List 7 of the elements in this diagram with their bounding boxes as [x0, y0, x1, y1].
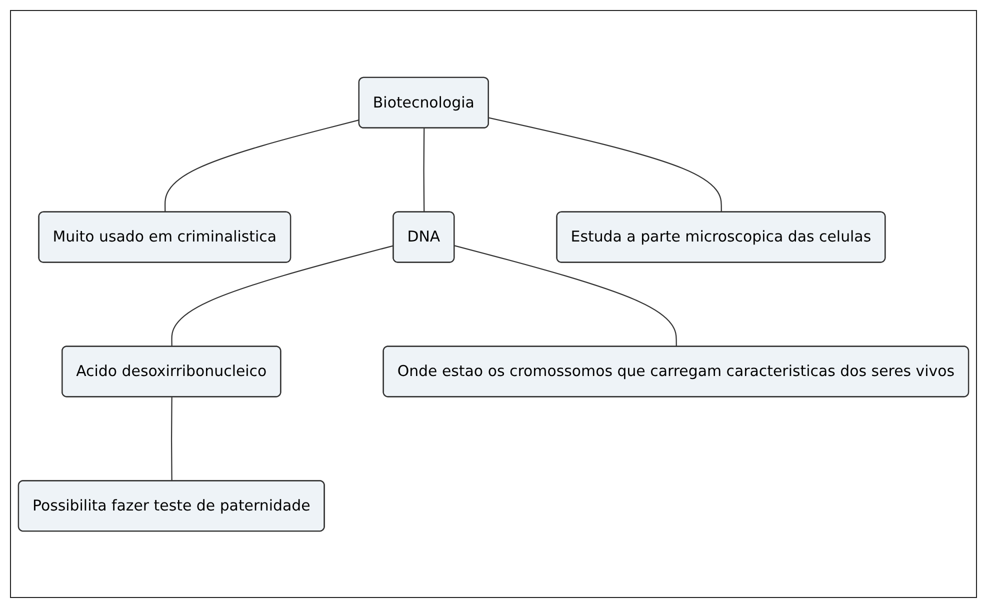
connector [488, 116, 722, 212]
connector [454, 244, 677, 346]
connector [164, 119, 360, 212]
connector [170, 396, 172, 481]
connector [171, 244, 394, 346]
connector [423, 128, 425, 212]
concept-map: Biotecnologia Muito usado em criminalistica DNA Estuda a parte microscopica das celulas Acido desoxirribonucleico Onde estao os cromossomos que carregam caracteristicas dos seres vivos Possibilita fazer teste de paternidade [11, 70, 976, 538]
